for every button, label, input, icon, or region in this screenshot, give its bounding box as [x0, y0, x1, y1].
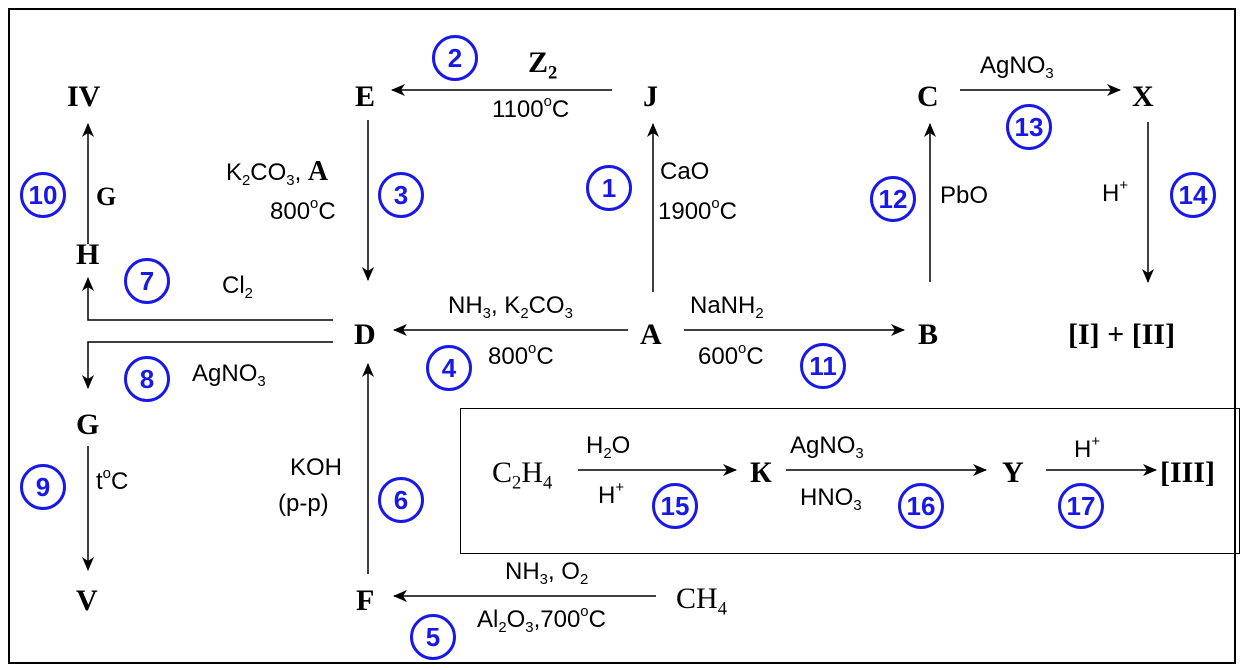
step-11-badge: 11	[800, 343, 846, 389]
step-16-badge: 16	[898, 483, 944, 529]
step-5-badge: 5	[410, 614, 456, 660]
step-2-badge: 2	[432, 35, 478, 81]
cond-7: Cl2	[222, 272, 253, 303]
node-iv: IV	[67, 80, 101, 113]
cond-5-bottom: Al2O3,700oC	[477, 603, 606, 637]
step-10-badge: 10	[20, 172, 66, 218]
step-9-badge: 9	[20, 464, 66, 510]
node-h: H	[76, 238, 100, 271]
cond-15-top: H2O	[586, 432, 631, 463]
step-1-badge: 1	[586, 165, 632, 211]
node-k: К	[750, 456, 772, 489]
node-a: A	[640, 318, 662, 351]
step-4-badge: 4	[426, 345, 472, 391]
step-3-badge: 3	[378, 172, 424, 218]
step-7-badge: 7	[124, 258, 170, 304]
cond-15-bottom: H+	[598, 479, 625, 509]
cond-5-top: NH3, O2	[505, 558, 589, 589]
step-17-badge: 17	[1058, 483, 1104, 529]
step-12-badge: 12	[870, 176, 916, 222]
cond-11-bottom: 600oC	[698, 340, 764, 370]
cond-3-bottom: 800oC	[270, 195, 336, 225]
cond-8: AgNO3	[192, 360, 266, 391]
cond-16-top: AgNO3	[790, 432, 864, 463]
node-f: F	[356, 584, 375, 617]
node-e: E	[355, 80, 376, 113]
node-g: G	[76, 408, 100, 441]
step-13-badge: 13	[1006, 104, 1052, 150]
cond-11-top: NaNH2	[690, 292, 764, 323]
cond-9: toC	[96, 465, 129, 495]
node-c: C	[917, 80, 939, 113]
cond-6-bottom: (p-p)	[278, 490, 329, 517]
cond-12: PbO	[940, 182, 989, 209]
node-y: Y	[1002, 456, 1024, 489]
arrow-d-to-h	[82, 277, 333, 321]
cond-2-bottom: 1100oC	[492, 93, 570, 123]
arrow-d-to-g	[82, 341, 333, 389]
cond-10: G	[96, 182, 117, 211]
cond-13: AgNO3	[980, 52, 1054, 83]
step-8-badge: 8	[124, 356, 170, 402]
cond-17: H+	[1074, 433, 1101, 463]
cond-6-top: KOH	[290, 454, 343, 481]
reactant-c2h4: C2H4	[492, 456, 553, 494]
step-15-badge: 15	[652, 483, 698, 529]
reactant-ch4: CH4	[676, 582, 727, 620]
cond-4-top: NH3, K2CO3	[448, 292, 573, 323]
step-14-badge: 14	[1170, 172, 1216, 218]
cond-2-top: Z2	[528, 46, 558, 84]
step-6-badge: 6	[378, 477, 424, 523]
node-x: X	[1132, 80, 1154, 113]
node-j: J	[643, 80, 658, 113]
node-v: V	[76, 584, 98, 617]
cond-4-bottom: 800oC	[488, 340, 554, 370]
cond-1-top: CaO	[660, 158, 710, 185]
node-b: B	[918, 318, 939, 351]
node-iii: [III]	[1160, 456, 1216, 489]
ethylene-scheme-box	[460, 408, 1240, 554]
cond-1-bottom: 1900oC	[658, 195, 738, 225]
diagram-frame	[8, 8, 1236, 664]
node-products-i-ii: [I] + [II]	[1068, 318, 1176, 351]
cond-16-bottom: HNO3	[800, 484, 862, 515]
cond-3-top: K2CO3, A	[226, 156, 329, 190]
node-d: D	[354, 318, 376, 351]
cond-14: H+	[1102, 177, 1129, 207]
